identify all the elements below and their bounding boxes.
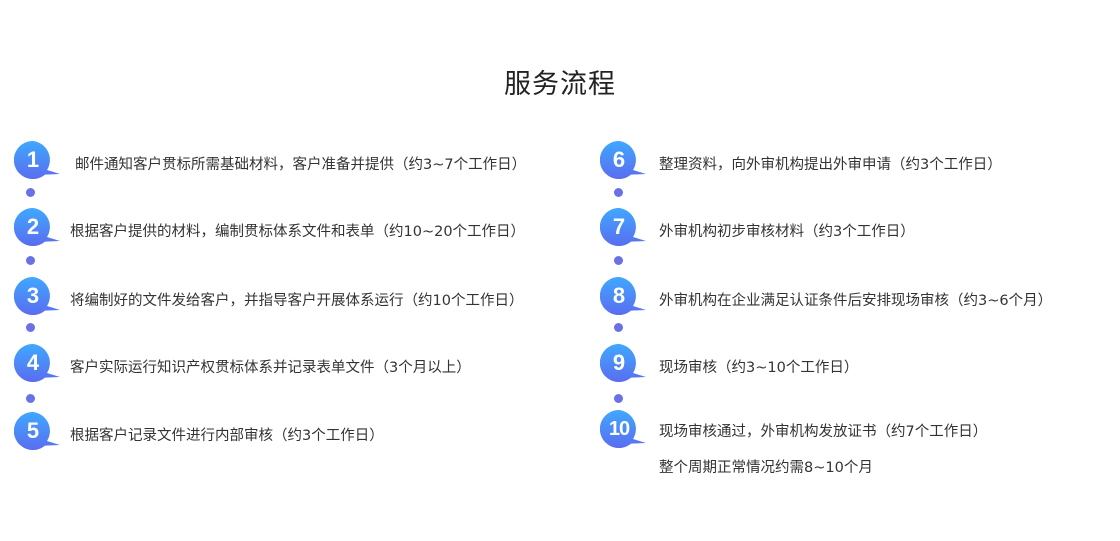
step-number: 10 xyxy=(608,418,630,440)
step-badge-icon xyxy=(600,208,646,246)
step-badge: 3 xyxy=(14,277,64,323)
step-text: 根据客户提供的材料，编制贯标体系文件和表单（约10~20个工作日） xyxy=(70,224,526,240)
step-badge-icon xyxy=(600,410,646,448)
step-badge: 1 xyxy=(14,141,64,187)
step-number: 5 xyxy=(26,418,40,443)
step-badge: 8 xyxy=(600,277,650,323)
step-badge: 10 xyxy=(600,410,650,456)
connector-dot xyxy=(614,323,623,332)
connector-dot xyxy=(26,394,35,403)
step-number: 2 xyxy=(26,214,40,239)
summary-text: 整个周期正常情况约需8~10个月 xyxy=(659,460,873,476)
step-text: 客户实际运行知识产权贯标体系并记录表单文件（3个月以上） xyxy=(70,360,471,376)
step-badge-icon xyxy=(14,277,60,315)
connector-dot xyxy=(614,188,623,197)
step-badge-icon xyxy=(14,208,60,246)
step-text: 现场审核（约3~10个工作日） xyxy=(659,360,859,376)
step-number: 6 xyxy=(612,147,626,172)
connector-dot xyxy=(614,256,623,265)
step-badge: 5 xyxy=(14,412,64,458)
step-badge: 2 xyxy=(14,208,64,254)
step-text: 根据客户记录文件进行内部审核（约3个工作日） xyxy=(70,428,384,444)
step-number: 7 xyxy=(612,214,626,239)
step-badge: 6 xyxy=(600,141,650,187)
step-text: 邮件通知客户贯标所需基础材料，客户准备并提供（约3~7个工作日） xyxy=(75,157,527,173)
connector-dot xyxy=(26,188,35,197)
step-number: 1 xyxy=(26,147,40,172)
step-badge: 4 xyxy=(14,344,64,390)
step-badge-icon xyxy=(14,412,60,450)
step-text: 外审机构在企业满足认证条件后安排现场审核（约3~6个月） xyxy=(659,293,1053,309)
page-title: 服务流程 xyxy=(504,69,616,100)
step-badge: 7 xyxy=(600,208,650,254)
step-badge-icon xyxy=(14,344,60,382)
step-badge: 9 xyxy=(600,344,650,390)
step-number: 8 xyxy=(612,283,626,308)
step-badge-icon xyxy=(600,344,646,382)
step-badge-icon xyxy=(14,141,60,179)
connector-dot xyxy=(614,394,623,403)
step-badge-icon xyxy=(600,277,646,315)
step-number: 3 xyxy=(26,283,40,308)
connector-dot xyxy=(26,256,35,265)
step-text: 外审机构初步审核材料（约3个工作日） xyxy=(659,224,915,240)
step-text: 现场审核通过，外审机构发放证书（约7个工作日） xyxy=(659,424,988,440)
step-badge-icon xyxy=(600,141,646,179)
step-number: 9 xyxy=(612,350,626,375)
step-text: 将编制好的文件发给客户，并指导客户开展体系运行（约10个工作日） xyxy=(70,293,524,309)
step-text: 整理资料，向外审机构提出外审申请（约3个工作日） xyxy=(659,157,1002,173)
connector-dot xyxy=(26,323,35,332)
step-number: 4 xyxy=(26,350,40,375)
